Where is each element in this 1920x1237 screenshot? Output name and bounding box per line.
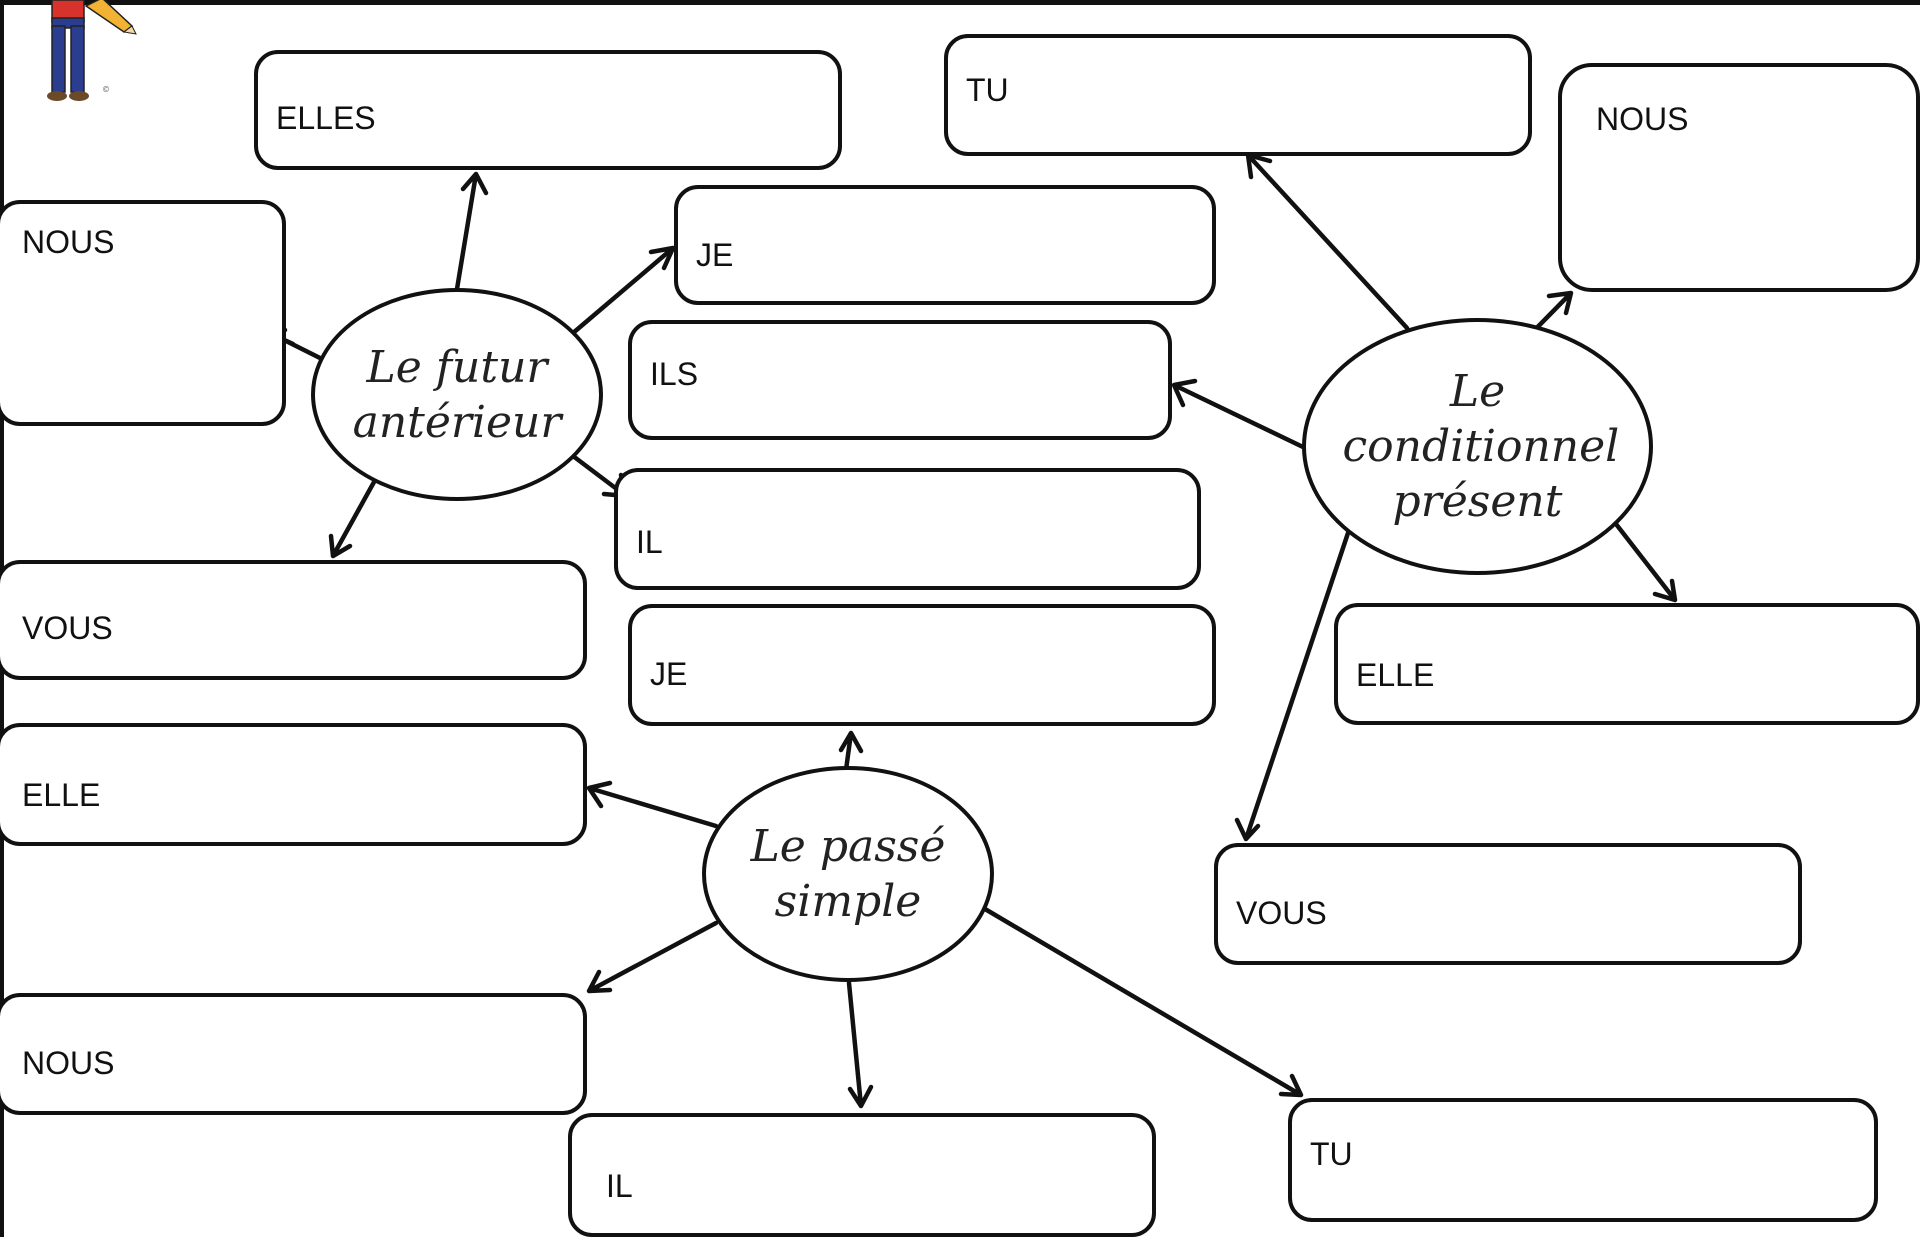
box-ps-nous[interactable]: NOUS bbox=[0, 993, 587, 1115]
pronoun-label: ILS bbox=[650, 356, 699, 392]
box-fa-je[interactable]: JE bbox=[674, 185, 1216, 305]
tense-passe-simple: Le passé simple bbox=[702, 766, 994, 982]
box-fa-il[interactable]: IL bbox=[614, 468, 1201, 590]
pronoun-label: IL bbox=[606, 1168, 633, 1204]
tense-conditionnel-present: Le conditionnel présent bbox=[1302, 318, 1653, 575]
box-ps-tu[interactable]: TU bbox=[1288, 1098, 1878, 1222]
svg-text:©: © bbox=[102, 85, 110, 94]
box-ps-elle[interactable]: ELLE bbox=[0, 723, 587, 846]
pronoun-label: NOUS bbox=[22, 1045, 115, 1081]
pronoun-label: VOUS bbox=[22, 610, 113, 646]
pronoun-label: TU bbox=[966, 72, 1009, 108]
pronoun-label: ELLE bbox=[1356, 657, 1435, 693]
pronoun-label: JE bbox=[696, 237, 734, 273]
pronoun-label: IL bbox=[636, 524, 663, 560]
child-with-pencil-illustration: © bbox=[47, 0, 137, 101]
tense-title: Le futur antérieur bbox=[352, 341, 562, 448]
box-fa-elles[interactable]: ELLES bbox=[254, 50, 842, 170]
tense-title: Le conditionnel présent bbox=[1342, 366, 1620, 527]
box-fa-nous[interactable]: NOUS bbox=[0, 200, 286, 426]
tense-futur-anterieur: Le futur antérieur bbox=[311, 288, 603, 501]
pronoun-label: NOUS bbox=[1596, 101, 1689, 137]
box-ps-il[interactable]: IL bbox=[568, 1113, 1156, 1237]
box-cp-nous[interactable]: NOUS bbox=[1558, 63, 1920, 292]
pronoun-label: JE bbox=[650, 656, 688, 692]
box-cp-ils[interactable]: ILS bbox=[628, 320, 1172, 440]
tense-title: Le passé simple bbox=[750, 821, 946, 927]
pronoun-label: TU bbox=[1310, 1136, 1353, 1172]
box-fa-vous[interactable]: VOUS bbox=[0, 560, 587, 680]
pronoun-label: VOUS bbox=[1236, 895, 1327, 931]
box-cp-elle[interactable]: ELLE bbox=[1334, 603, 1920, 725]
pronoun-label: NOUS bbox=[22, 224, 115, 260]
pronoun-label: ELLE bbox=[22, 777, 101, 813]
box-ps-je[interactable]: JE bbox=[628, 604, 1216, 726]
pronoun-label: ELLES bbox=[276, 100, 376, 136]
box-cp-tu[interactable]: TU bbox=[944, 34, 1532, 156]
box-cp-vous[interactable]: VOUS bbox=[1214, 843, 1802, 965]
